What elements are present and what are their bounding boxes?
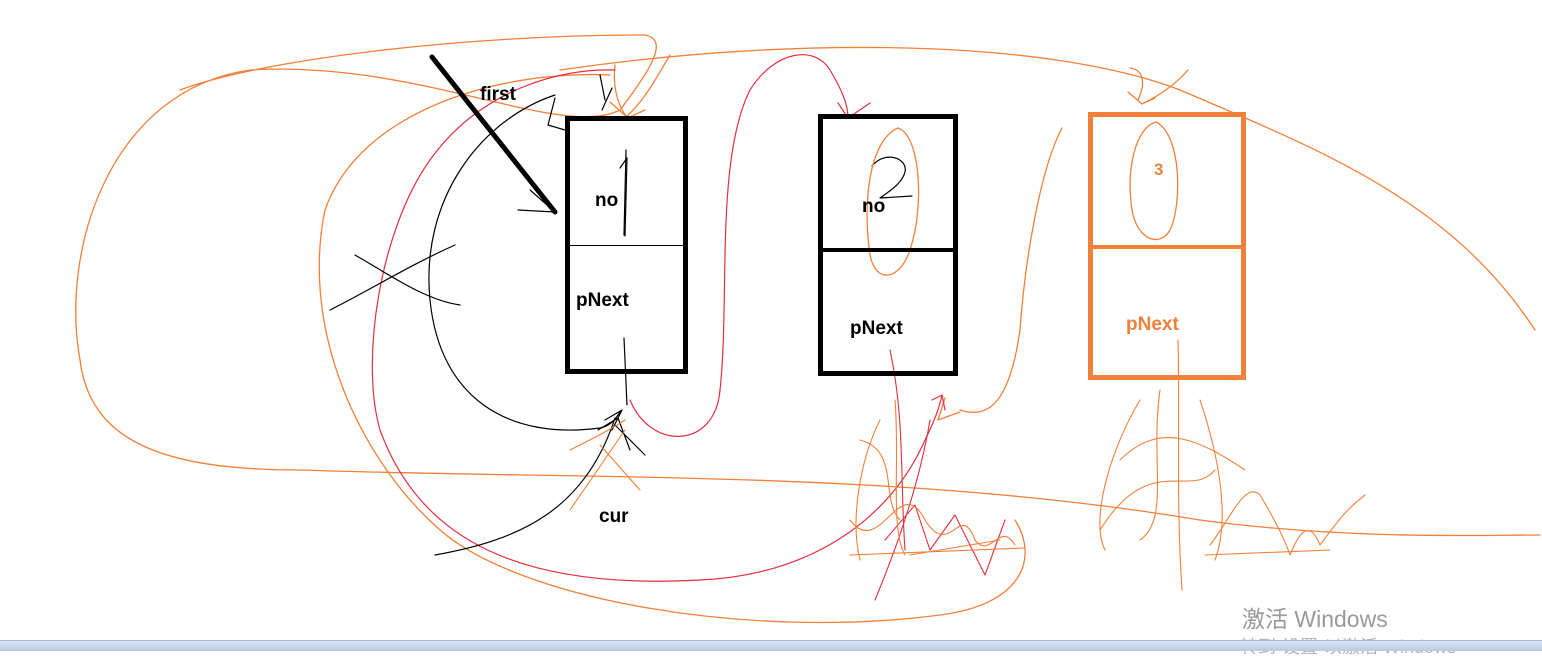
black-first-arrowhead [547,74,613,131]
orange-scribble-node3 [1099,339,1366,591]
orange-top-arc [559,46,1536,331]
orange-inner-loop [318,73,1026,624]
list-node-2 [818,114,958,376]
node-2-divider [823,248,953,252]
activation-watermark-title: 激活 Windows [1242,606,1388,632]
digit-one [619,157,628,237]
red-scribble-node2 [874,349,1006,601]
orange-scribble-node2 [849,399,1026,561]
cross-out-mark [329,244,461,311]
node-1-no-label: no [595,190,619,211]
orange-scribble-node1 [569,419,641,511]
node-3-value-label: 3 [1154,160,1164,179]
taskbar[interactable] [0,640,1542,651]
orange-arrow-node2-link [937,127,1063,421]
node-2-pnext-label: pNext [850,318,903,339]
red-left-loop [371,69,946,582]
cur-pointer-label: cur [599,506,629,527]
orange-outer-loop [75,34,1541,537]
first-pointer-arrow [429,54,558,215]
node-3-pnext-label: pNext [1126,314,1179,335]
orange-arrow-node1 [609,54,671,119]
digit-two [871,156,913,199]
first-pointer-label: first [480,84,516,105]
node-1-pnext-label: pNext [576,290,629,311]
node-1-divider [570,245,683,246]
list-node-3 [1088,112,1246,380]
list-node-1 [565,116,688,374]
node-2-no-label: no [862,196,886,217]
orange-oval-node2 [866,127,920,276]
orange-arrow-node3 [1127,67,1189,105]
black-cur-arrow [434,417,646,556]
orange-oval-node3 [1129,121,1179,241]
node-3-divider [1093,245,1241,249]
